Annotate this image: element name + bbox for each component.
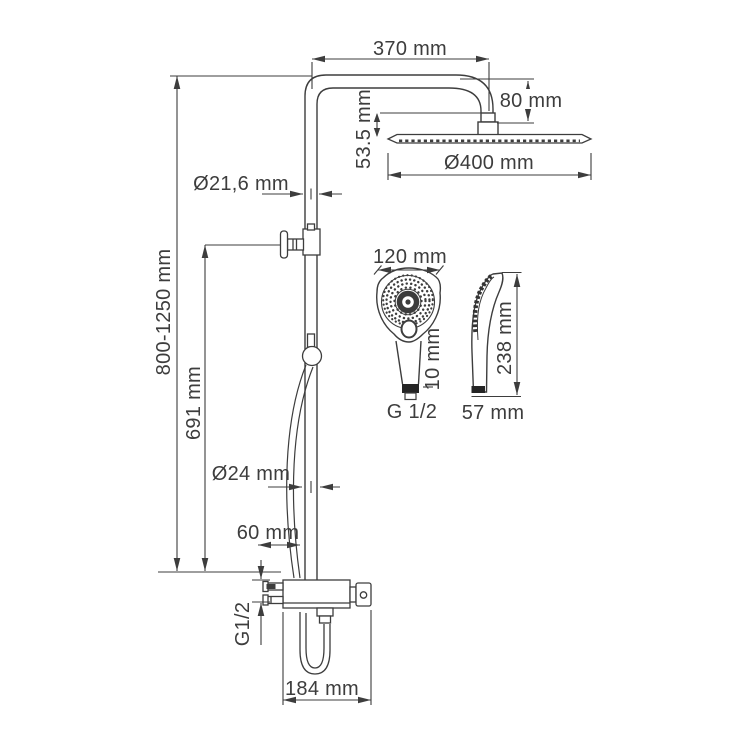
dim-head-height-label: 53.5 mm: [353, 89, 375, 169]
dim-arm-length-label: 370 mm: [373, 38, 447, 60]
dim-inlet-thread-label: G1/2: [232, 602, 254, 647]
thread-fitting: [404, 392, 417, 401]
dim-head-diameter-label: Ø400 mm: [444, 152, 534, 174]
slider-holder: [301, 333, 323, 367]
dim-handshower-depth-label: 57 mm: [462, 402, 525, 424]
center-dot: [405, 299, 411, 305]
mode-button: [400, 319, 418, 339]
hand-shower-front: [376, 267, 442, 401]
thermostat-mixer: [262, 579, 372, 624]
dim-handshower-length-label: 238 mm: [494, 301, 516, 375]
dim-mixer-width-label: 184 mm: [285, 678, 359, 700]
center-ring-outer: [394, 288, 422, 316]
hand-shower-hose: [286, 364, 314, 579]
dim-lower-pipe-diameter-label: Ø24 mm: [212, 463, 290, 485]
dim-rail-height-label: 691 mm: [183, 366, 205, 440]
dim-upper-pipe-diameter-label: Ø21,6 mm: [193, 173, 289, 195]
side-spray-face: [472, 274, 493, 333]
dim-column-height-label: 800-1250 mm: [153, 249, 175, 376]
dim-handshower-width-label: 120 mm: [373, 246, 447, 268]
dim-arm-drop-label: 80 mm: [500, 90, 563, 112]
riser-and-arm: [304, 74, 499, 580]
dimension-annotations: [158, 55, 592, 705]
hose-loop: [299, 612, 331, 675]
dim-handshower-outlet-label: 10 mm: [422, 328, 444, 391]
front-handle: [395, 340, 422, 385]
wall-bracket: [279, 223, 321, 259]
overhead-shower-head: [386, 133, 593, 144]
label-backdrop: [501, 89, 563, 109]
side-handle-band: [471, 386, 485, 393]
handle-band: [402, 384, 419, 393]
dim-wall-offset-label: 60 mm: [237, 522, 300, 544]
handle-dot: [359, 591, 368, 599]
dim-handshower-thread-label: G 1/2: [387, 401, 437, 423]
